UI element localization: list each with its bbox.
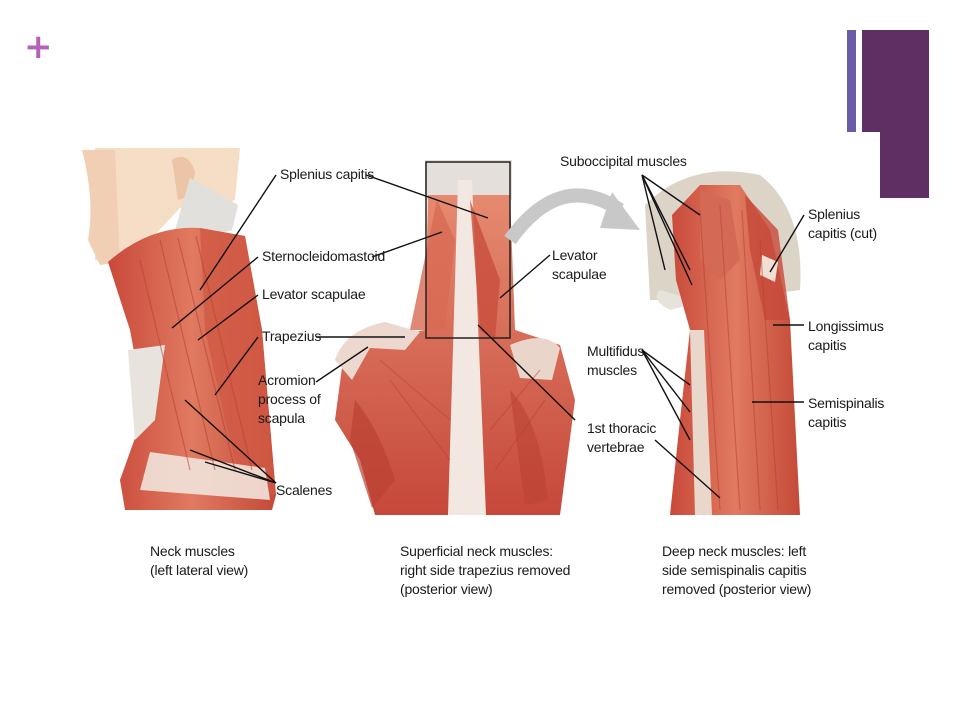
accent-block (862, 30, 929, 132)
label-longissimus: Longissimus capitis (808, 318, 884, 353)
label-levator-scapulae-mid: Levator scapulae (552, 247, 607, 282)
accent-bar-thin (847, 30, 856, 132)
label-suboccipital: Suboccipital muscles (560, 153, 687, 169)
label-semispinalis: Semispinalis capitis (808, 395, 885, 430)
label-splenius-cut: Splenius capitis (cut) (808, 206, 877, 241)
label-multifidus: Multifidus muscles (587, 343, 645, 378)
leader-lines (171, 174, 805, 499)
caption-left: Neck muscles (left lateral view) (150, 543, 249, 578)
caption-right: Deep neck muscles: left side semispinali… (662, 543, 812, 597)
plus-icon: + (24, 27, 53, 67)
label-sternocleidomastoid: Sternocleidomastoid (262, 248, 386, 264)
arrow-shaft (504, 188, 624, 245)
arrow-head (600, 192, 640, 230)
accent-block-tail (880, 132, 929, 198)
label-splenius-capitis: Splenius capitis (280, 166, 375, 182)
label-first-thoracic: 1st thoracic vertebrae (587, 420, 657, 455)
label-levator-scapulae-left: Levator scapulae (262, 286, 366, 302)
caption-middle: Superficial neck muscles: right side tra… (400, 543, 571, 597)
label-scalenes: Scalenes (276, 482, 332, 498)
label-acromion: Acromion process of scapula (258, 372, 321, 426)
middle-posterior-view (335, 160, 575, 515)
right-deep-view (645, 171, 801, 515)
label-trapezius: Trapezius (262, 328, 322, 344)
left-lateral-view (82, 148, 276, 510)
